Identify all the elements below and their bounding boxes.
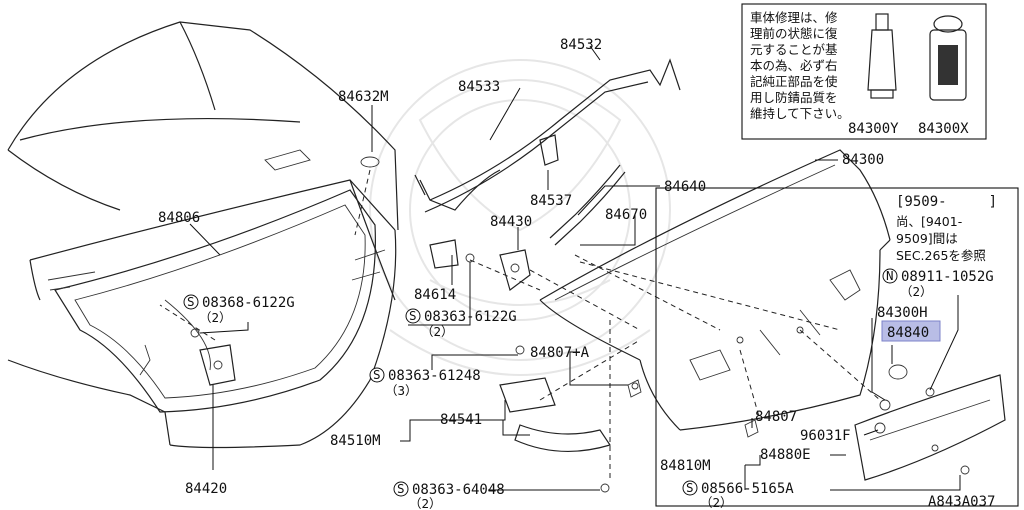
leader-lines [189,45,961,491]
diagram-code: A843A037 [928,494,995,510]
label-84533: 84533 [458,79,500,95]
label-84420: 84420 [185,481,227,497]
label-84537: 84537 [530,193,572,209]
label-84614: 84614 [414,287,456,303]
label-84807: 84807 [755,409,797,425]
label-84300h: 84300H [877,305,928,321]
sealant-tube-icon [867,13,897,99]
bracket-84537 [539,134,559,166]
label-84880e: 84880E [760,447,811,463]
fastener-symbol: S [187,294,195,309]
label-84300y: 84300Y [848,121,899,137]
lock-rod-84532 [424,58,681,213]
repair-note-line: 車体修理は、修 [750,10,838,25]
fastener-code: 08363-64048 [412,482,505,498]
cable-84533 [414,169,501,211]
label-96031f: 96031F [800,428,851,444]
finisher-detail-box: [9509- ] 尚、[9401- 9509]間は SEC.265を参照 N 0… [655,187,1019,510]
highlight-84840 [881,320,941,342]
label-84640: 84640 [664,179,706,195]
bracket-84614 [429,239,459,269]
fastener-08368-6122g: S 08368-6122G （2） [183,294,295,325]
assembly-dash-lines [159,169,881,480]
label-84810m: 84810M [660,458,711,474]
hinge-84541 [499,377,611,452]
label-84300: 84300 [842,152,884,168]
repair-note-line: 理前の状態に復 [750,26,838,41]
striker-84420 [199,344,236,386]
fastener-symbol: S [397,481,405,496]
label-84541: 84541 [440,412,482,428]
rod-84640 [549,164,626,246]
repair-note-line: 本の為、必ず右 [750,58,838,73]
fastener-code: 08566-5165A [701,481,794,497]
label-84806: 84806 [158,210,200,226]
fastener-08363-6122g: S 08363-6122G （2） [405,308,517,339]
fastener-08911-1052g: N 08911-1052G （2） [882,268,994,299]
repair-note-box: 車体修理は、修 理前の状態に復 元することが基 本の為、必ず右 記純正部品を使 … [741,3,987,140]
repair-note-line: 用し防錆品質を [750,90,838,105]
fastener-qty: （2） [900,284,933,299]
fastener-code: 08911-1052G [901,269,994,285]
watermark-emblem [369,59,671,376]
repair-note-line: 元することが基 [750,42,838,57]
label-84510m: 84510M [330,433,381,449]
fastener-qty: （2） [421,324,454,339]
fastener-symbol: N [886,268,894,283]
label-84300x: 84300X [918,121,969,137]
fastener-symbol: S [373,367,381,382]
spray-can-icon [929,15,967,101]
finisher-84810M [854,374,1006,481]
fastener-08363-61248: S 08363-61248 （3） [369,367,481,398]
repair-note-line: 維持して下さい。 [750,106,850,121]
fastener-qty: （3） [385,383,418,398]
fastener-08363-64048: S 08363-64048 （2） [393,481,505,510]
label-84430: 84430 [490,214,532,230]
screws [190,253,970,493]
label-84840: 84840 [887,325,929,341]
plug-84840 [888,364,908,380]
ref-note-line: 9509]間は [896,231,958,246]
trunk-lid [539,149,891,431]
fastener-08566-5165a: S 08566-5165A （2） [682,480,794,510]
label-84632m: 84632M [338,89,389,105]
label-84670: 84670 [605,207,647,223]
fastener-qty: （2） [199,310,232,325]
ref-note-line: SEC.265を参照 [896,248,986,263]
fastener-symbol: S [686,480,694,495]
grommet-84632M [360,156,380,168]
ref-note-line: 尚、[9401- [896,214,962,229]
label-84532: 84532 [560,37,602,53]
repair-note-line: 記純正部品を使 [750,74,838,89]
fastener-qty: （2） [409,496,442,510]
lock-84430 [499,249,531,292]
fastener-code: 08363-6122G [424,309,517,325]
fastener-code: 08363-61248 [388,368,481,384]
car-body-rear [7,21,399,449]
label-84807-a: 84807+A [530,345,590,361]
date-range: [9509- ] [896,194,997,210]
fastener-symbol: S [409,308,417,323]
fastener-code: 08368-6122G [202,295,295,311]
fastener-qty: （2） [700,495,733,510]
